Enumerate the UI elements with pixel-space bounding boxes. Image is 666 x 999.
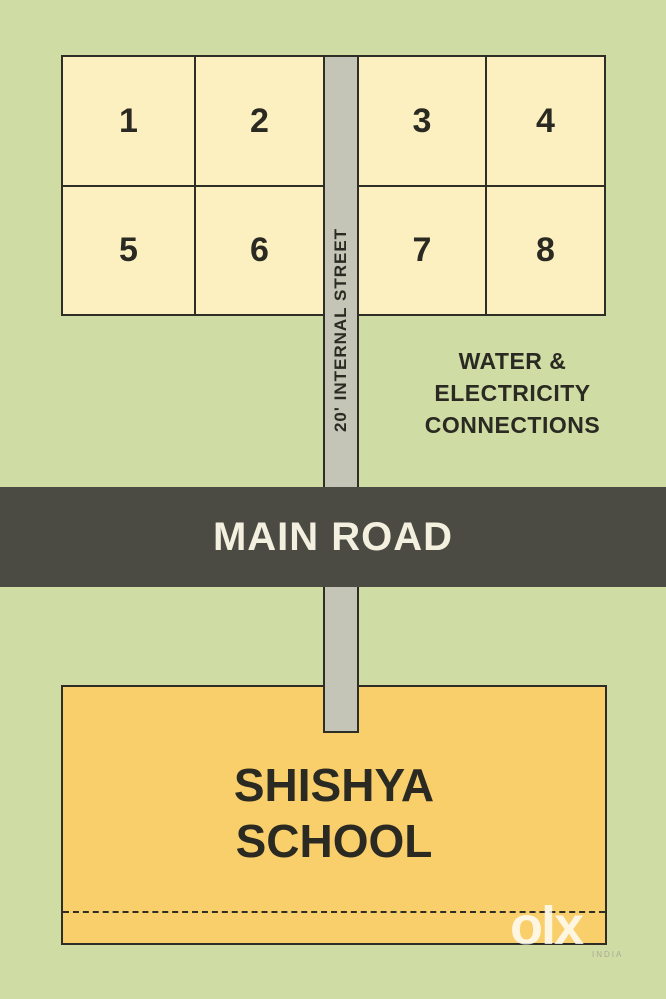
utilities-line: WATER & — [458, 348, 567, 374]
plot-2: 2 — [194, 55, 325, 187]
olx-watermark-logo: olx — [510, 896, 584, 956]
utilities-line: ELECTRICITY — [434, 380, 591, 406]
road-label: MAIN ROAD — [212, 514, 454, 559]
street-label: 20' INTERNAL STREET — [331, 227, 350, 433]
boundary-dashed-line — [63, 911, 605, 913]
utilities-line: CONNECTIONS — [424, 412, 601, 438]
plot-7: 7 — [357, 185, 487, 316]
internal-street — [323, 55, 359, 733]
plot-1: 1 — [61, 55, 196, 187]
plot-6: 6 — [194, 185, 325, 316]
plot-8: 8 — [485, 185, 606, 316]
main-road: MAIN ROAD — [0, 487, 666, 587]
school-name-line: SHISHYA — [233, 759, 435, 811]
utilities-label: WATER & ELECTRICITY CONNECTIONS — [400, 345, 625, 441]
plot-5: 5 — [61, 185, 196, 316]
plot-3: 3 — [357, 55, 487, 187]
school-name-line: SCHOOL — [235, 815, 433, 867]
plot-4: 4 — [485, 55, 606, 187]
olx-watermark-sub: INDIA — [592, 950, 624, 959]
